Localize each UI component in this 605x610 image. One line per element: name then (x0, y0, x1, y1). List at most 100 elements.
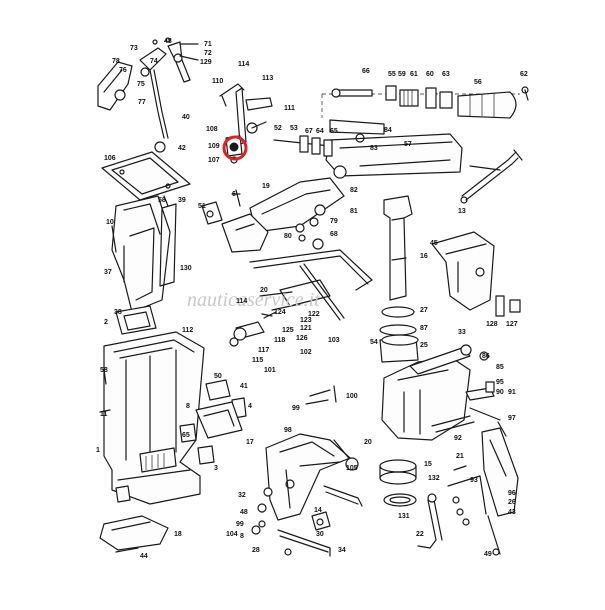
swivel-bracket (381, 344, 489, 441)
small-hardware-cluster (295, 204, 326, 250)
part-label: 121 (300, 325, 312, 332)
part-label: 66 (362, 68, 370, 75)
clamp-handle-left (417, 493, 443, 549)
part-label: 58 (100, 367, 108, 374)
part-label: 108 (206, 126, 218, 133)
part-label: 100 (346, 393, 358, 400)
part-label: 20 (260, 287, 268, 294)
part-label: 51 (198, 203, 206, 210)
part-label: 72 (204, 50, 212, 57)
part-label: 65 (330, 128, 338, 135)
part-label: 91 (508, 389, 516, 396)
part-label: 98 (284, 427, 292, 434)
exhaust-tube (159, 203, 177, 287)
part-label: 55 (388, 71, 396, 78)
part-label: 103 (328, 337, 340, 344)
midsection-housing (103, 331, 205, 505)
part-label: 2 (104, 319, 108, 326)
part-label: 50 (214, 373, 222, 380)
part-label: 56 (474, 79, 482, 86)
part-label: 101 (264, 367, 276, 374)
part-label: 20 (364, 439, 372, 446)
part-label: 43 (508, 509, 516, 516)
part-label: 115 (252, 357, 263, 364)
part-label: 44 (140, 553, 148, 560)
part-label: 83 (370, 145, 378, 152)
part-label: 52 (274, 125, 282, 132)
part-label: 39 (178, 197, 186, 204)
part-label: 45 (430, 240, 438, 247)
part-label: 73 (130, 45, 138, 52)
part-label: 61 (410, 71, 418, 78)
tilt-pin-parts (229, 303, 301, 347)
part-label: 132 (428, 475, 440, 482)
stern-bracket-left (265, 433, 351, 521)
part-label: 82 (350, 187, 358, 194)
part-label: 122 (308, 311, 320, 318)
part-label: 19 (262, 183, 270, 190)
part-label: 129 (200, 59, 212, 66)
link-assembly (219, 83, 273, 164)
part-label: 11 (100, 411, 108, 418)
part-label: 114 (238, 61, 249, 68)
part-label: 81 (350, 208, 358, 215)
part-label: 95 (496, 379, 504, 386)
part-label: 99 (292, 405, 300, 412)
highlight-ring (222, 135, 248, 161)
part-label: 37 (104, 269, 112, 276)
part-label: 26 (508, 499, 516, 506)
part-label: 117 (258, 347, 269, 354)
part-label: 86 (482, 353, 490, 360)
part-label: 125 (282, 327, 294, 334)
part-label: 97 (508, 415, 516, 422)
part-label: 25 (420, 342, 428, 349)
part-label: 21 (456, 453, 464, 460)
part-label: 48 (164, 38, 172, 45)
part-label: 10 (106, 219, 114, 226)
part-label: 85 (496, 364, 504, 371)
shock-rod-98 (333, 439, 359, 471)
pad-parts (115, 379, 247, 503)
part-label: 93 (470, 477, 478, 484)
part-label: 79 (330, 218, 338, 225)
part-label: 112 (182, 327, 193, 334)
part-label: 96 (508, 490, 516, 497)
tilt-lever (249, 249, 373, 321)
steering-tube (379, 195, 419, 363)
part-label: 131 (398, 513, 410, 520)
part-label: 126 (296, 335, 308, 342)
clamp-small-parts (447, 465, 487, 526)
part-label: 3 (214, 465, 218, 472)
part-label: 49 (484, 551, 492, 558)
part-label: 1 (96, 447, 100, 454)
part-label: 80 (284, 233, 292, 240)
part-label: 124 (274, 309, 286, 316)
part-label: 41 (240, 383, 248, 390)
part-label: 105 (346, 465, 358, 472)
part-label: 74 (150, 58, 158, 65)
part-label: 110 (212, 78, 223, 85)
stern-bracket-right (431, 231, 495, 311)
midsection-plate (115, 305, 157, 335)
part-label: 18 (174, 531, 182, 538)
part-label: 123 (300, 317, 312, 324)
part-label: 99 (236, 521, 244, 528)
tiller-arm (273, 119, 501, 179)
part-label: 90 (496, 389, 504, 396)
part-label: 57 (404, 141, 412, 148)
part-label: 107 (208, 157, 220, 164)
part-label: 71 (204, 41, 212, 48)
part-label: 8 (186, 403, 190, 410)
clamp-handle-right (481, 427, 519, 556)
part-label: 75 (137, 81, 145, 88)
part-label: 113 (262, 75, 273, 82)
part-label: 42 (178, 145, 186, 152)
part-label: 109 (208, 143, 220, 150)
part-label: 104 (226, 531, 238, 538)
steering-rod (460, 149, 523, 204)
part-number-labels: 48 71 72 129 73 78 76 75 74 77 40 42 114… (96, 38, 528, 560)
part-label: 62 (520, 71, 528, 78)
part-label: 16 (420, 253, 428, 260)
part-label: 128 (486, 321, 498, 328)
